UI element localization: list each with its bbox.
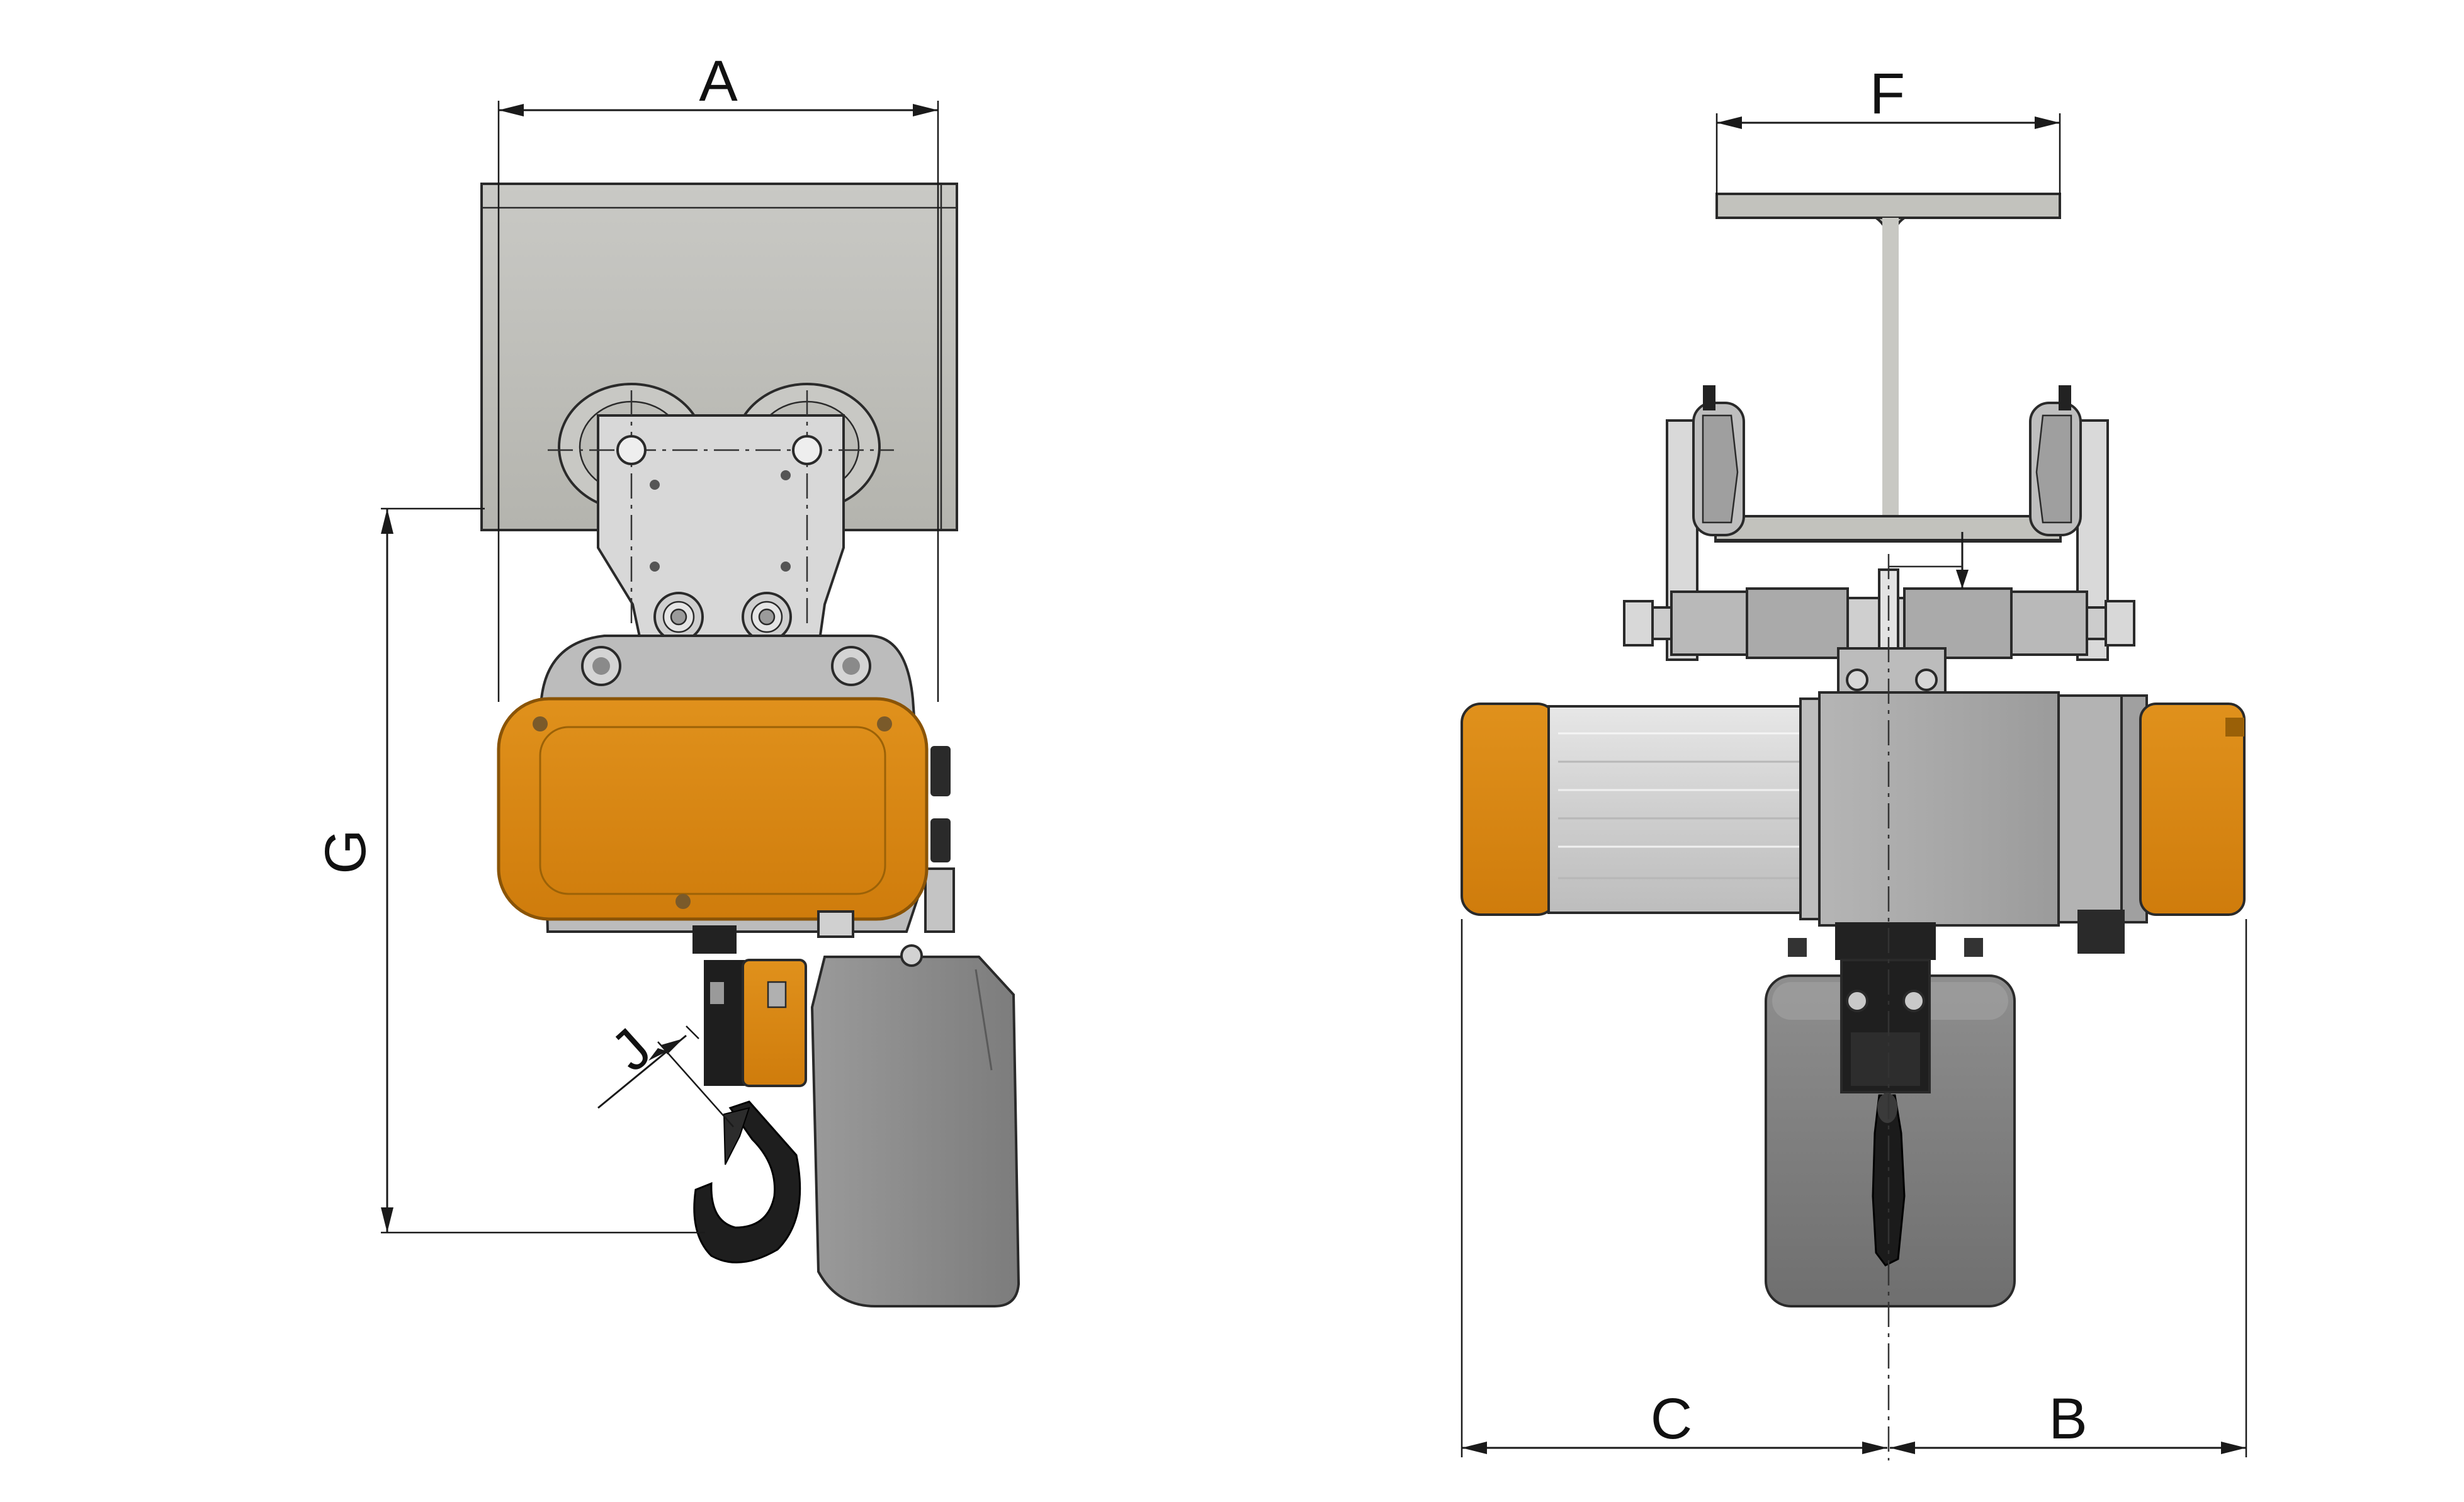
dimension-label-g: G	[314, 829, 378, 874]
motor-front	[1461, 697, 1821, 920]
dimension-label-a: A	[699, 49, 738, 113]
motor-cover-side	[497, 697, 929, 921]
dimension-label-c: C	[1651, 1387, 1692, 1451]
i-beam-front	[1714, 193, 2062, 543]
dimension-a: A	[497, 49, 939, 702]
hook-block-side	[692, 925, 807, 1087]
trolley-wheels-front	[1666, 385, 2109, 661]
cross-shaft-front	[1623, 532, 2135, 713]
hook-side	[693, 1100, 801, 1263]
dimension-label-j: J	[599, 1017, 663, 1084]
dimension-label-b: B	[2049, 1387, 2087, 1451]
chain-container-side	[810, 910, 1020, 1307]
dimension-label-f: F	[1870, 62, 1905, 126]
side-view: A G J	[314, 49, 1020, 1307]
dimension-c-b: C B	[1461, 919, 2247, 1457]
dimension-g: G	[314, 507, 705, 1234]
hook-block-front	[1835, 922, 1936, 1267]
trolley-plate-side	[548, 390, 894, 650]
dimension-f: F	[1715, 62, 2061, 195]
front-view: F C B	[1461, 62, 2247, 1460]
gearbox-front	[1788, 691, 2246, 957]
